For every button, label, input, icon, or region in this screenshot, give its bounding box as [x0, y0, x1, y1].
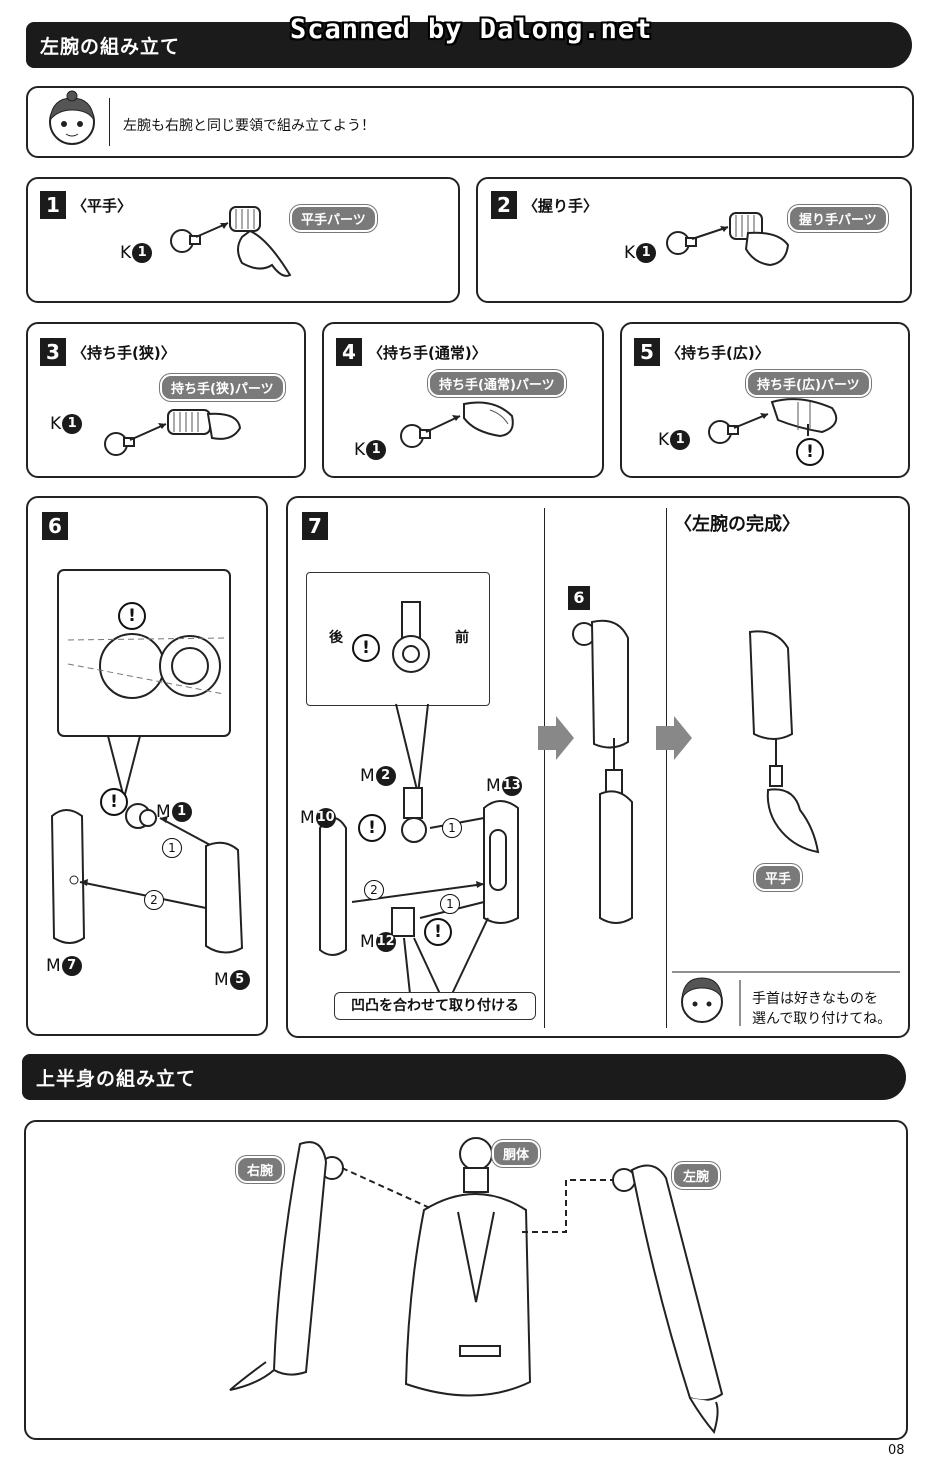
intro-text: 左腕も右腕と同じ要領で組み立てよう！ [123, 118, 375, 134]
part-pill: 握り手パーツ [788, 205, 888, 232]
front-label: 前 [455, 630, 469, 646]
caution-icon: ! [352, 634, 380, 662]
substep-number: 6 [568, 586, 590, 610]
part-pill: 持ち手(広)パーツ [746, 370, 871, 397]
arm-assembly-illustration [319, 601, 900, 1026]
step-label: 〈平手〉 [72, 197, 133, 215]
upper-body-panel: 右腕 胴体 左腕 [24, 1120, 908, 1440]
caution-icon: ! [358, 814, 386, 842]
page-number: 08 [888, 1443, 905, 1458]
step-label: 〈持ち手(狭)〉 [72, 344, 176, 362]
note-line-2: 選んで取り付けてね。 [752, 1011, 892, 1027]
step-label: 〈握り手〉 [523, 197, 599, 215]
step-number: 2 [491, 191, 517, 219]
section-title: 上半身の組み立て [36, 1068, 197, 1090]
section-header-left-arm: 左腕の組み立て [26, 22, 912, 68]
back-label: 後 [329, 630, 343, 646]
left-arm-pill: 左腕 [672, 1162, 721, 1189]
forearm-assembly-illustration [50, 569, 244, 954]
step-label: 〈持ち手(通常)〉 [368, 344, 487, 362]
fist-hand-illustration [666, 212, 790, 267]
alignment-note: 凹凸を合わせて取り付ける [334, 992, 536, 1020]
step-number: 3 [40, 338, 66, 366]
step-number: 4 [336, 338, 362, 366]
note-line-1: 手首は好きなものを [752, 991, 878, 1007]
hand-pill: 平手 [754, 864, 803, 891]
caution-icon: ! [796, 438, 824, 466]
order-marker: 1 [162, 838, 182, 858]
scan-watermark: Scanned by Dalong.net [290, 14, 653, 45]
section-title: 左腕の組み立て [40, 36, 181, 58]
torso-pill: 胴体 [492, 1140, 541, 1167]
complete-title: 〈左腕の完成〉 [674, 514, 800, 535]
caution-icon: ! [118, 602, 146, 630]
step-label: 〈持ち手(広)〉 [666, 344, 770, 362]
column-divider [544, 508, 545, 1028]
upper-body-assembly-illustration [229, 1137, 724, 1435]
step-number: 5 [634, 338, 660, 366]
right-arm-pill: 右腕 [236, 1156, 285, 1183]
normal-grip-hand-illustration [400, 401, 514, 448]
step-number: 6 [42, 512, 68, 540]
wide-grip-hand-illustration [708, 398, 838, 444]
step-number: 7 [302, 512, 328, 540]
joint-detail-box: 後 前 [306, 572, 490, 706]
section-header-upper-body: 上半身の組み立て [22, 1054, 906, 1100]
intro-panel: 左腕も右腕と同じ要領で組み立てよう！ [26, 86, 914, 158]
part-pill: 平手パーツ [290, 205, 377, 232]
caution-icon: ! [424, 918, 452, 946]
step-7-panel: 7 後 前 [286, 496, 910, 1038]
column-divider [666, 508, 667, 1028]
order-marker: 2 [364, 880, 384, 900]
narrow-grip-hand-illustration [104, 409, 242, 456]
part-pill: 持ち手(狭)パーツ [160, 374, 285, 401]
order-marker: 2 [144, 890, 164, 910]
part-pill: 持ち手(通常)パーツ [428, 370, 566, 397]
mascot-avatar [49, 90, 95, 145]
intro-divider [109, 98, 110, 146]
order-marker: 1 [442, 818, 462, 838]
flat-hand-illustration [170, 206, 292, 277]
caution-icon: ! [100, 788, 128, 816]
step-number: 1 [40, 191, 66, 219]
order-marker: 1 [440, 894, 460, 914]
